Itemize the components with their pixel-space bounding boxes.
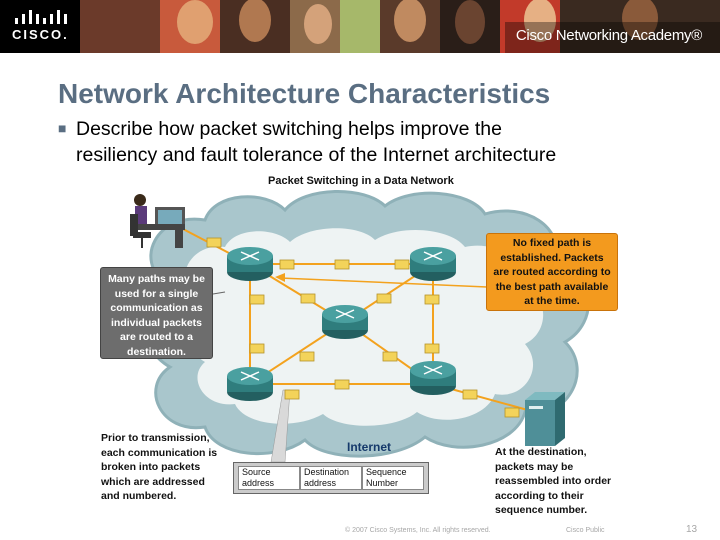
router-icon	[227, 247, 273, 281]
callout-many-paths: Many paths may be used for a single comm…	[100, 267, 213, 359]
note-line: and numbered.	[101, 490, 177, 502]
router-icons	[227, 247, 456, 401]
packet-field-sub: address	[242, 478, 275, 488]
callout-line: communication as	[110, 302, 203, 314]
footer-copyright: © 2007 Cisco Systems, Inc. All rights re…	[345, 527, 491, 534]
header-photo-strip	[0, 0, 720, 53]
academy-label: Cisco Networking Academy®	[515, 27, 702, 44]
note-line: reassembled into order	[495, 475, 612, 487]
bullet-line-1: Describe how packet switching helps impr…	[76, 118, 502, 140]
router-icon	[227, 367, 273, 401]
note-line: which are addressed	[101, 475, 205, 488]
header-banner: CISCO. Cisco Networking Academy®	[0, 0, 720, 53]
bullet-point: ■ Describe how packet switching helps imp…	[58, 115, 698, 168]
note-line: broken into packets	[101, 461, 201, 473]
router-icon	[410, 361, 456, 395]
cisco-logo: CISCO.	[12, 10, 72, 44]
callout-line: No fixed path is	[512, 237, 592, 249]
callout-no-fixed-path: No fixed path is established. Packets ar…	[486, 233, 618, 311]
callout-line: used for a single	[114, 287, 199, 300]
diagram-title: Packet Switching in a Data Network	[268, 175, 454, 187]
packet-field-sequence: Sequence Number	[362, 466, 424, 490]
cisco-wordmark: CISCO.	[12, 27, 69, 42]
network-cloud-graphic	[130, 190, 590, 463]
packet-icons	[206, 237, 520, 418]
note-line: sequence number.	[495, 504, 588, 516]
footer-classification: Cisco Public	[566, 527, 605, 534]
bullet-line-2: resiliency and fault tolerance of the In…	[76, 144, 557, 166]
note-line: packets may be	[495, 460, 574, 473]
slide-title: Network Architecture Characteristics	[58, 78, 551, 109]
note-line: according to their	[495, 489, 584, 502]
callout-line: established. Packets	[500, 251, 604, 264]
callout-line: destination.	[127, 345, 186, 358]
callout-line: Many paths may be	[108, 273, 205, 285]
note-at-destination: At the destination, packets may be reass…	[495, 445, 630, 518]
callout-line: the best path available	[495, 280, 609, 293]
note-line: Prior to transmission,	[101, 432, 210, 444]
note-prior-transmission: Prior to transmission, each communicatio…	[101, 431, 236, 504]
user-workstation-icon	[130, 194, 185, 248]
packet-field-title: Sequence	[366, 467, 407, 477]
page-number: 13	[686, 524, 698, 535]
router-icon	[410, 247, 456, 281]
packet-field-destination: Destination address	[300, 466, 362, 490]
packet-field-sub: Number	[366, 478, 399, 488]
note-line: At the destination,	[495, 446, 587, 458]
callout-line: at the time.	[524, 295, 580, 307]
server-icon	[525, 392, 565, 446]
packet-field-source: Source address	[238, 466, 300, 490]
router-icon	[322, 305, 368, 339]
internet-label: Internet	[347, 440, 392, 454]
packet-field-sub: address	[304, 478, 337, 488]
callout-line: are routed according to	[493, 266, 611, 278]
packet-switching-diagram: Packet Switching in a Data Network Many …	[95, 172, 635, 516]
packet-header-table: Source address Destination address Seque…	[233, 462, 429, 494]
packet-field-title: Destination	[304, 467, 350, 477]
bullet-square-icon: ■	[58, 120, 67, 136]
cisco-bars-icon	[15, 10, 67, 24]
callout-line: individual packets	[110, 316, 203, 329]
callout-line: are routed to a	[120, 331, 193, 343]
note-line: each communication is	[101, 446, 218, 459]
packet-field-title: Source	[242, 467, 271, 477]
